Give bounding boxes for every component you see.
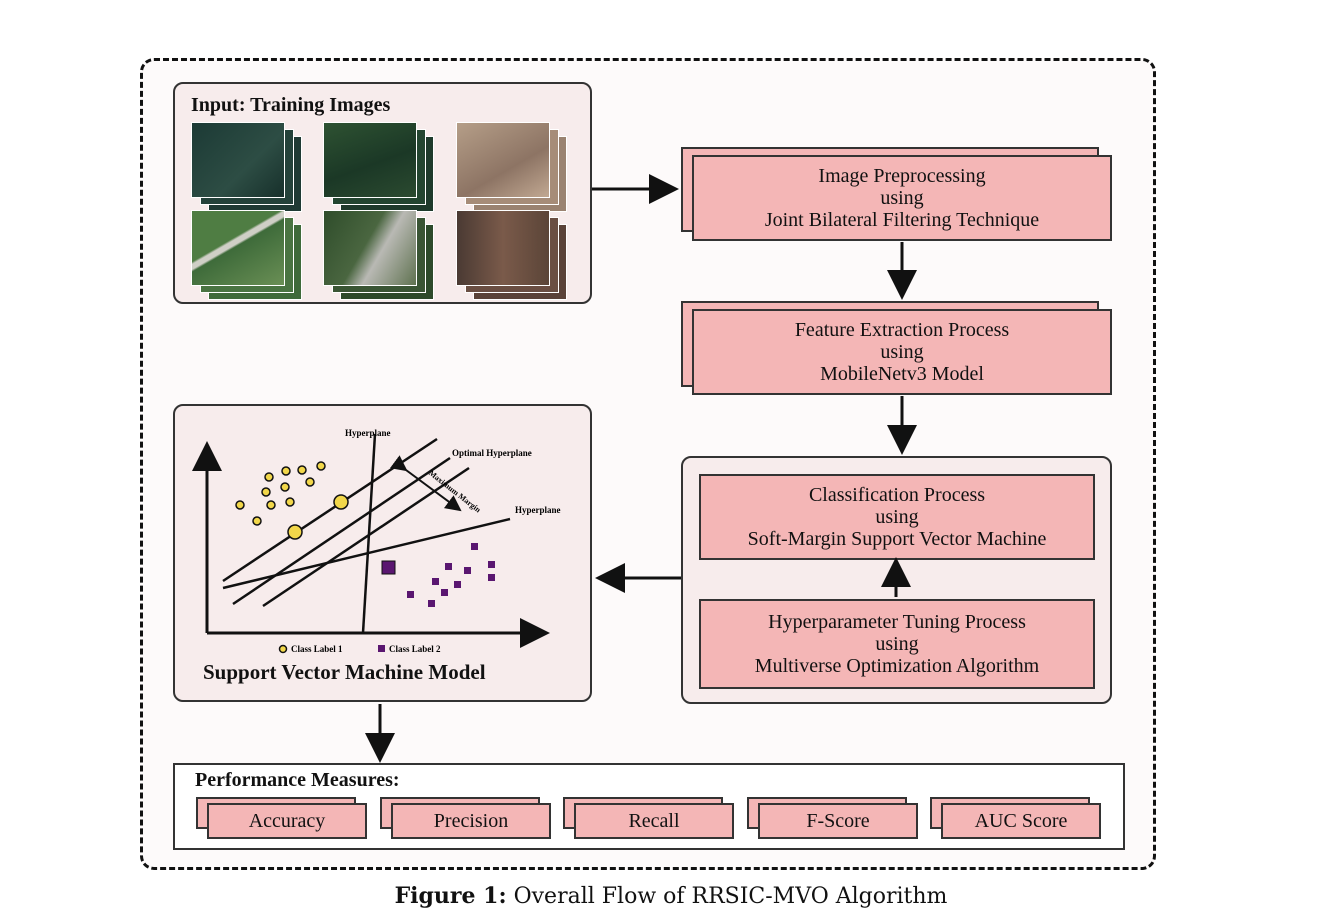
class2-points [407, 543, 495, 607]
preprocessing-line3: Joint Bilateral Filtering Technique [764, 209, 1040, 231]
preprocessing-box: Image Preprocessing using Joint Bilatera… [692, 155, 1112, 241]
preprocessing-line2: using [880, 187, 924, 209]
caption-text: Overall Flow of RRSIC-MVO Algorithm [506, 884, 948, 909]
tuning-box: Hyperparameter Tuning Process using Mult… [699, 599, 1095, 689]
feature-extraction-box: Feature Extraction Process using MobileN… [692, 309, 1112, 395]
preprocessing-line1: Image Preprocessing [818, 165, 986, 187]
svm-panel-title: Support Vector Machine Model [203, 660, 486, 684]
input-training-images-panel: Input: Training Images [173, 82, 592, 304]
feature-extraction-line3: MobileNetv3 Model [820, 363, 984, 385]
margin-arrow [389, 455, 462, 512]
metric-recall: Recall [574, 803, 734, 839]
tuning-line2: using [875, 633, 919, 655]
svm-plot: Hyperplane Optimal Hyperplane Maximum Ma… [192, 428, 561, 654]
class2-support-vector [381, 560, 396, 575]
caption-label: Figure 1: [394, 883, 507, 909]
tuning-line1: Hyperparameter Tuning Process [768, 611, 1026, 633]
hyperplane-oblique [222, 517, 511, 590]
legend-class2-icon [378, 645, 385, 652]
label-hyperplane-top: Hyperplane [345, 428, 391, 438]
legend-class2-label: Class Label 2 [389, 644, 441, 654]
class1-points [235, 461, 326, 526]
legend-class1-icon [278, 644, 288, 654]
feature-extraction-line1: Feature Extraction Process [794, 319, 1010, 341]
classification-line2: using [875, 506, 919, 528]
metric-accuracy: Accuracy [207, 803, 367, 839]
performance-title: Performance Measures: [195, 769, 400, 791]
input-panel-title: Input: Training Images [191, 94, 391, 116]
svm-model-panel: Hyperplane Optimal Hyperplane Maximum Ma… [173, 404, 592, 702]
classification-box: Classification Process using Soft-Margin… [699, 474, 1095, 560]
figure-caption: Figure 1: Overall Flow of RRSIC-MVO Algo… [0, 883, 1342, 909]
metric-fscore: F-Score [758, 803, 918, 839]
legend-class1-label: Class Label 1 [291, 644, 343, 654]
metric-precision: Precision [391, 803, 551, 839]
tuning-line3: Multiverse Optimization Algorithm [754, 655, 1040, 677]
classification-line3: Soft-Margin Support Vector Machine [747, 528, 1047, 550]
feature-extraction-line2: using [880, 341, 924, 363]
metric-auc: AUC Score [941, 803, 1101, 839]
label-hyperplane-right: Hyperplane [515, 505, 561, 515]
class1-support-vectors [287, 494, 349, 540]
classification-tuning-panel: Classification Process using Soft-Margin… [681, 456, 1112, 704]
label-optimal-hyperplane: Optimal Hyperplane [452, 448, 532, 458]
classification-line1: Classification Process [808, 484, 986, 506]
